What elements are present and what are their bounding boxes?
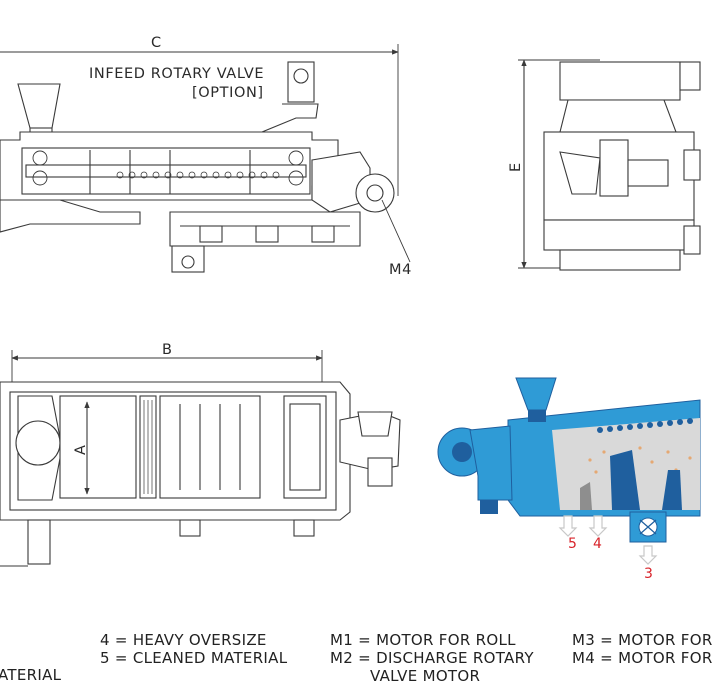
end-view-drawing [518,59,701,271]
flow-number-3: 3 [644,566,653,582]
process-flow-illustration [437,377,701,565]
infeed-option-label: [OPTION] [192,85,264,101]
legend-discharge-rotary: M2 = DISCHARGE ROTARY [330,649,534,667]
flow-number-5: 5 [568,536,577,552]
infeed-hopper [17,83,61,129]
top-view-drawing [0,350,401,567]
dimension-c-label: C [151,35,162,51]
motor-m4-label: M4 [389,262,412,278]
legend-col1-line2: ATERIAL [0,666,62,684]
flow-number-4: 4 [593,536,602,552]
legend-motor-roll: M1 = MOTOR FOR ROLL [330,631,516,649]
legend-cleaned-material: 5 = CLEANED MATERIAL [100,649,288,667]
dimension-e-label: E [508,162,524,172]
legend-motor-m4: M4 = MOTOR FOR [572,649,713,667]
infeed-rotary-valve-label: INFEED ROTARY VALVE [89,66,265,82]
dimension-a-label: A [73,444,89,455]
dimension-b-label: B [162,342,173,358]
infeed-rotary-valve [287,61,315,103]
motor-m4 [355,173,395,213]
side-view-drawing [0,44,411,273]
legend-motor-m3: M3 = MOTOR FOR [572,631,713,649]
legend-valve-motor: VALVE MOTOR [370,667,481,685]
legend-heavy-oversize: 4 = HEAVY OVERSIZE [100,631,267,649]
